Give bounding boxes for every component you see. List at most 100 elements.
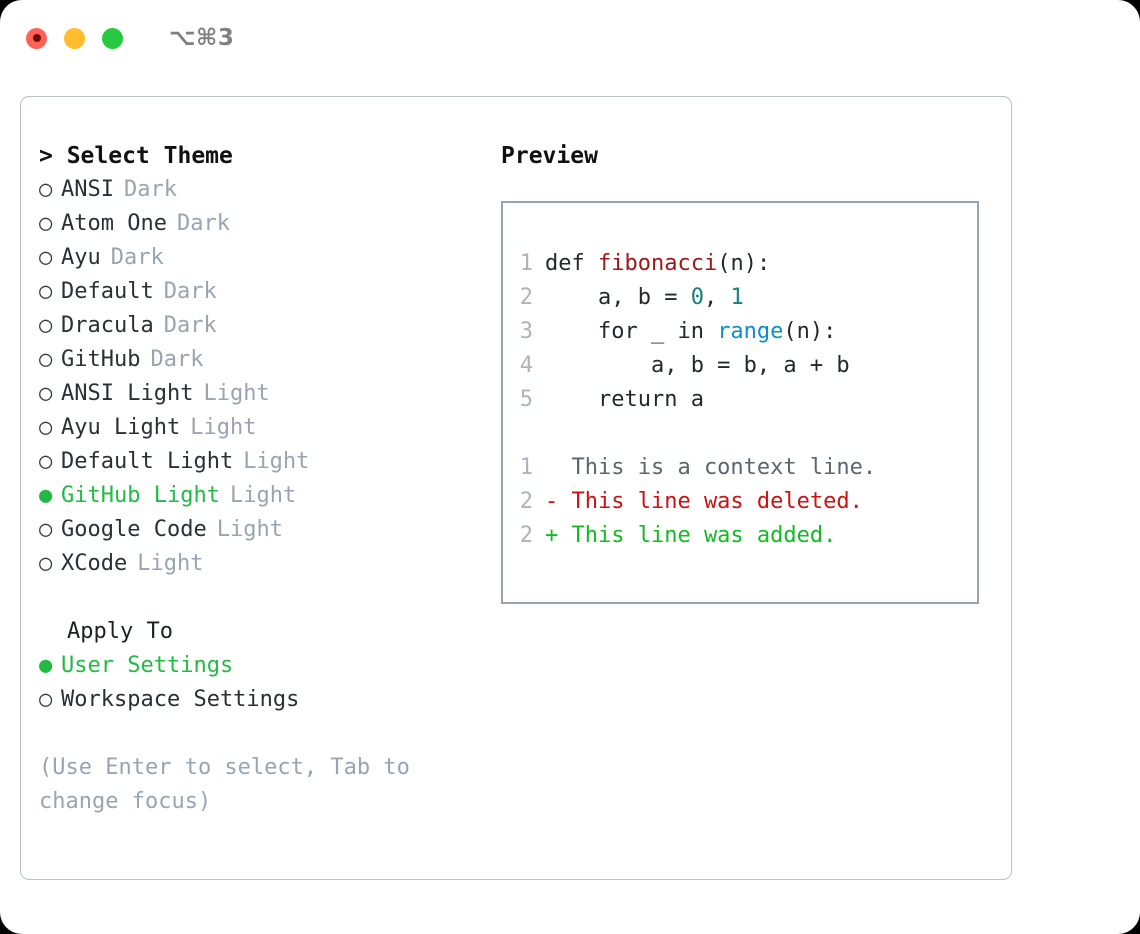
close-icon <box>32 34 41 42</box>
theme-option-label: XCode <box>61 551 128 576</box>
code-line-content: a, b = 0, 1 <box>545 281 744 315</box>
diff-line-del: 2 - This line was deleted. <box>503 485 977 519</box>
code-line: 1 def fibonacci(n): <box>503 247 977 281</box>
radio-empty-icon: ○ <box>39 279 53 304</box>
maximize-button[interactable] <box>102 27 123 49</box>
preview-heading: Preview <box>501 143 598 169</box>
titlebar: ⌥⌘3 <box>0 0 1140 76</box>
theme-option-variant-tag: Light <box>243 449 310 474</box>
select-theme-heading: > Select Theme <box>39 143 233 169</box>
traffic-lights <box>26 27 123 49</box>
radio-empty-icon: ○ <box>39 415 53 440</box>
theme-option-label: Default <box>61 279 154 304</box>
theme-option-variant-tag: Light <box>216 517 283 542</box>
code-token-plain: def <box>545 251 598 276</box>
code-token-plain: (n): <box>783 319 837 344</box>
radio-empty-icon: ○ <box>39 245 53 270</box>
code-line: 2 a, b = 0, 1 <box>503 281 977 315</box>
theme-option-label: Ayu Light <box>61 415 181 440</box>
apply-to-option-label: User Settings <box>61 653 234 678</box>
code-token-num: 0 <box>690 285 704 310</box>
theme-option-dracula[interactable]: ○ Dracula Dark <box>39 309 483 343</box>
diff-sample: 1 This is a context line. 2 - This line wa… <box>503 451 977 553</box>
theme-option-variant-tag: Light <box>190 415 257 440</box>
code-token-num: 1 <box>730 285 744 310</box>
radio-empty-icon: ○ <box>39 313 53 338</box>
code-token-plain: (n): <box>717 251 771 276</box>
code-token-plain: for _ in <box>545 319 718 344</box>
theme-option-github-light[interactable]: ● GitHub Light Light <box>39 479 483 513</box>
diff-line-content: This is a context line. <box>545 455 877 480</box>
code-token-plain: a, b = <box>545 285 691 310</box>
diff-line-number: 1 <box>519 455 533 480</box>
theme-option-label: Google Code <box>61 517 207 542</box>
apply-to-option-list: ● User Settings ○Workspace Settings <box>39 649 483 717</box>
radio-empty-icon: ○ <box>39 211 53 236</box>
radio-empty-icon: ○ <box>39 177 53 202</box>
theme-option-variant-tag: Dark <box>163 313 217 338</box>
code-line-number: 5 <box>519 387 533 412</box>
theme-option-label: Dracula <box>61 313 154 338</box>
diff-line-ctx: 1 This is a context line. <box>503 451 977 485</box>
keyboard-hint-text: (Use Enter to select, Tab to change focu… <box>39 755 410 814</box>
diff-line-content: - This line was deleted. <box>545 489 863 514</box>
theme-option-variant-tag: Dark <box>110 245 164 270</box>
diff-line-content: + This line was added. <box>545 523 837 548</box>
radio-filled-icon: ● <box>39 483 53 508</box>
code-line-number: 4 <box>519 353 533 378</box>
code-line: 4 a, b = b, a + b <box>503 349 977 383</box>
code-token-plain: , <box>703 285 731 310</box>
code-line-content: return a <box>545 383 704 417</box>
code-line-content: def fibonacci(n): <box>545 247 770 281</box>
code-line: 3 for _ in range(n): <box>503 315 977 349</box>
radio-filled-icon: ● <box>39 653 53 678</box>
theme-option-ansi[interactable]: ○ ANSI Dark <box>39 173 483 207</box>
radio-empty-icon: ○ <box>39 347 53 372</box>
code-line-number: 2 <box>519 285 533 310</box>
diff-line-add: 2 + This line was added. <box>503 519 977 553</box>
apply-to-heading: Apply To <box>67 619 173 644</box>
theme-option-variant-tag: Dark <box>123 177 177 202</box>
theme-option-ansi-light[interactable]: ○ ANSI Light Light <box>39 377 483 411</box>
code-line-number: 1 <box>519 251 533 276</box>
code-line-content: for _ in range(n): <box>545 315 836 349</box>
theme-option-label: ANSI Light <box>61 381 194 406</box>
theme-option-ayu[interactable]: ○ Ayu Dark <box>39 241 483 275</box>
code-token-fn: fibonacci <box>597 251 718 276</box>
theme-option-label: GitHub Light <box>61 483 220 508</box>
code-token-plain: return a <box>545 387 704 412</box>
diff-line-number: 2 <box>519 489 533 514</box>
theme-option-label: Ayu <box>61 245 101 270</box>
theme-option-label: ANSI <box>61 177 114 202</box>
keyboard-shortcut-label: ⌥⌘3 <box>169 25 235 51</box>
theme-option-variant-tag: Light <box>137 551 204 576</box>
close-button[interactable] <box>26 27 47 49</box>
diff-line-number: 2 <box>519 523 533 548</box>
apply-to-option-label: Workspace Settings <box>61 687 300 712</box>
theme-option-variant-tag: Light <box>229 483 297 508</box>
code-line-number: 3 <box>519 319 533 344</box>
radio-empty-icon: ○ <box>39 381 53 406</box>
minimize-button[interactable] <box>64 27 85 49</box>
code-token-call: range <box>717 319 784 344</box>
list-spacer <box>39 581 483 615</box>
theme-option-variant-tag: Light <box>203 381 270 406</box>
theme-option-ayu-light[interactable]: ○ Ayu Light Light <box>39 411 483 445</box>
apply-to-option-workspace-settings[interactable]: ○Workspace Settings <box>39 683 483 717</box>
theme-option-label: GitHub <box>61 347 141 372</box>
theme-option-label: Default Light <box>61 449 234 474</box>
theme-option-variant-tag: Dark <box>163 279 217 304</box>
theme-option-default[interactable]: ○ Default Dark <box>39 275 483 309</box>
apply-to-option-user-settings[interactable]: ● User Settings <box>39 649 483 683</box>
code-diff-separator <box>503 417 977 451</box>
